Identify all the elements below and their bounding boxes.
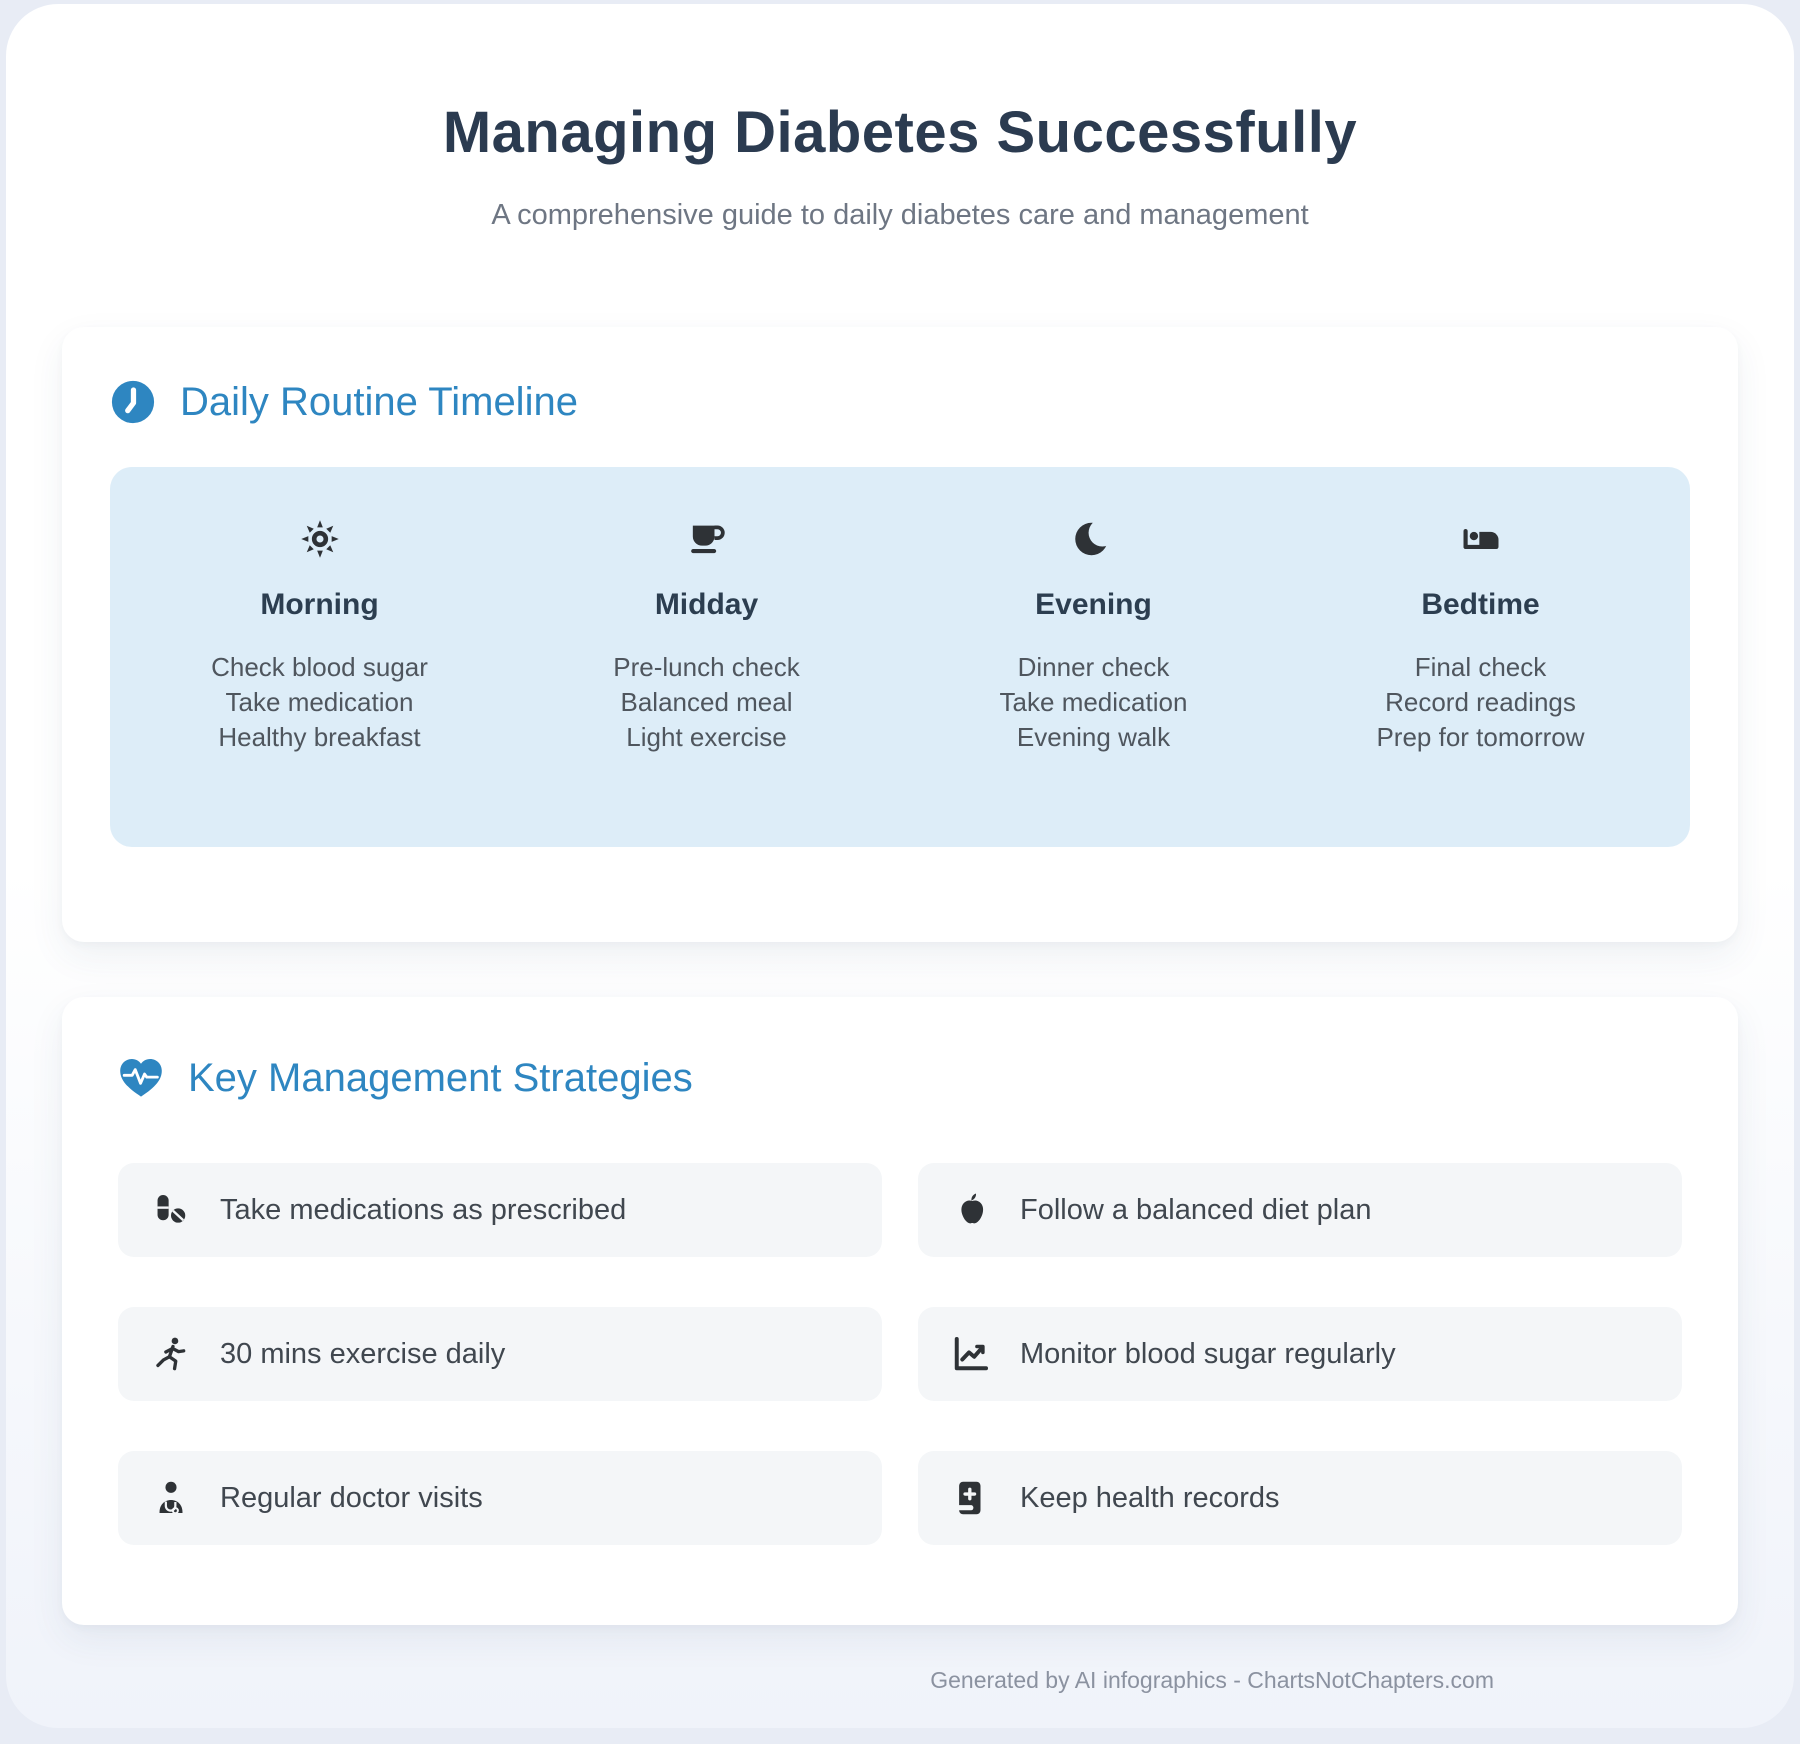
coffee-icon (690, 525, 725, 554)
timeline-column-title: Midday (654, 588, 759, 621)
strategies-card: Key Management Strategies Take medicatio… (62, 997, 1738, 1625)
page-title: Managing Diabetes Successfully (442, 100, 1358, 165)
health-book-icon (956, 1481, 981, 1515)
strategy-label: Follow a balanced diet plan (1020, 1193, 1372, 1226)
strategy-label: Monitor blood sugar regularly (1020, 1337, 1396, 1370)
pills-icon (157, 1194, 186, 1223)
timeline-item: Take medication (225, 687, 414, 717)
strategies-heading: Key Management Strategies (118, 1055, 1682, 1101)
timeline-column-items: Check blood sugar Take medication Health… (126, 650, 513, 755)
strategy-item-diet: Follow a balanced diet plan (918, 1163, 1682, 1257)
timeline-item: Evening walk (1016, 722, 1171, 752)
timeline-item: Check blood sugar (211, 652, 428, 682)
doctor-icon (159, 1481, 183, 1515)
timeline-item: Prep for tomorrow (1376, 722, 1585, 752)
timeline-panel: Morning Check blood sugar Take medicatio… (110, 467, 1690, 847)
timeline-column-title: Evening (1035, 588, 1152, 621)
timeline-item: Healthy breakfast (218, 722, 421, 752)
timeline-item: Dinner check (1017, 652, 1170, 682)
strategy-item-exercise: 30 mins exercise daily (118, 1307, 882, 1401)
chart-up-icon (954, 1336, 989, 1371)
clock-icon (111, 380, 155, 424)
sun-icon (300, 520, 339, 558)
timeline-column-items: Final check Record readings Prep for tom… (1287, 650, 1674, 755)
bed-icon (1463, 529, 1498, 549)
strategy-item-medications: Take medications as prescribed (118, 1163, 882, 1257)
strategy-label: Keep health records (1020, 1481, 1280, 1514)
moon-icon (1074, 519, 1114, 556)
timeline-item: Final check (1414, 652, 1547, 682)
timeline-column-midday: Midday Pre-lunch check Balanced meal Lig… (513, 519, 900, 755)
timeline-column-title: Morning (260, 588, 379, 621)
timeline-item: Pre-lunch check (613, 652, 800, 682)
strategy-label: 30 mins exercise daily (220, 1337, 506, 1370)
apple-icon (961, 1193, 984, 1224)
strategy-item-records: Keep health records (918, 1451, 1682, 1545)
runner-icon (156, 1337, 186, 1371)
timeline-column-bedtime: Bedtime Final check Record readings Prep… (1287, 519, 1674, 755)
page-subtitle: A comprehensive guide to daily diabetes … (491, 199, 1309, 231)
infographic-sheet: Managing Diabetes Successfully A compreh… (6, 4, 1794, 1728)
timeline-column-morning: Morning Check blood sugar Take medicatio… (126, 519, 513, 755)
strategies-grid: Take medications as prescribed Follow a … (118, 1163, 1682, 1545)
footer-credit: Generated by AI infographics - ChartsNot… (930, 1667, 1494, 1693)
strategies-heading-label: Key Management Strategies (188, 1055, 693, 1100)
timeline-item: Record readings (1385, 687, 1576, 717)
strategy-item-doctor: Regular doctor visits (118, 1451, 882, 1545)
heart-pulse-icon (120, 1058, 162, 1097)
timeline-item: Take medication (999, 687, 1188, 717)
timeline-column-items: Pre-lunch check Balanced meal Light exer… (513, 650, 900, 755)
timeline-heading-label: Daily Routine Timeline (180, 379, 578, 424)
timeline-heading: Daily Routine Timeline (110, 379, 1690, 425)
strategy-label: Regular doctor visits (220, 1481, 483, 1514)
timeline-card: Daily Routine Timeline (62, 327, 1738, 942)
timeline-column-title: Bedtime (1421, 588, 1540, 621)
strategy-label: Take medications as prescribed (220, 1193, 627, 1226)
timeline-column-items: Dinner check Take medication Evening wal… (900, 650, 1287, 755)
timeline-column-evening: Evening Dinner check Take medication Eve… (900, 519, 1287, 755)
timeline-item: Light exercise (626, 722, 787, 752)
strategy-item-monitoring: Monitor blood sugar regularly (918, 1307, 1682, 1401)
timeline-item: Balanced meal (620, 687, 793, 717)
